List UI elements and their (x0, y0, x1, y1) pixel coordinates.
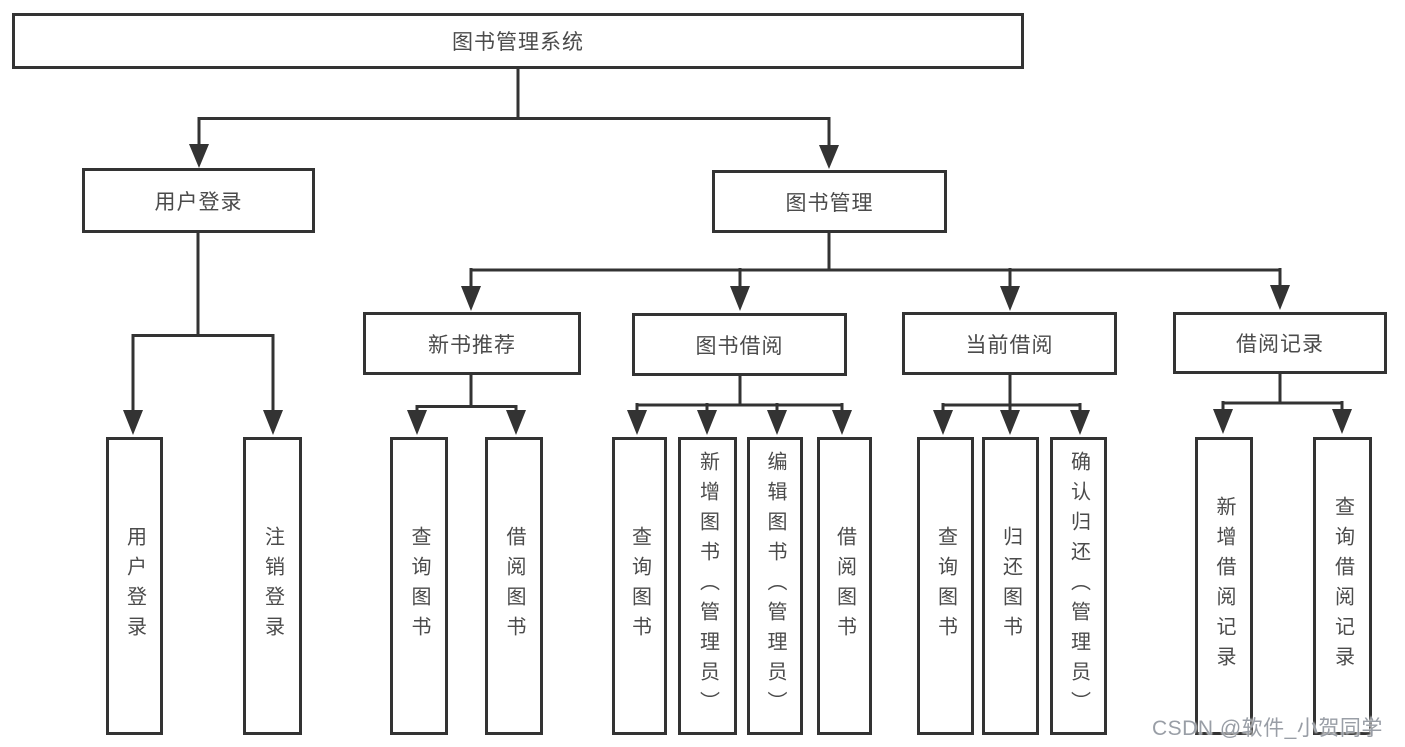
leaf-query-borrow-record: 查询借阅记录 (1313, 437, 1372, 735)
node-borrowing-records: 借阅记录 (1173, 312, 1387, 374)
leaf-confirm-return-admin: 确认归还（管理员） (1050, 437, 1107, 735)
node-book-management-label: 图书管理 (785, 191, 874, 215)
node-library-system: 图书管理系统 (12, 13, 1024, 69)
leaf-query-books-recommend-label: 查询图书 (408, 526, 430, 646)
leaf-return-books-label: 归还图书 (999, 526, 1022, 646)
node-book-borrowing: 图书借阅 (632, 313, 847, 376)
leaf-borrow-books-recommend: 借阅图书 (485, 437, 543, 735)
node-user-login-label: 用户登录 (154, 190, 243, 214)
leaf-borrow-books-label: 借阅图书 (833, 526, 856, 646)
leaf-add-borrow-record-label: 新增借阅记录 (1213, 496, 1235, 676)
leaf-borrow-books: 借阅图书 (817, 437, 872, 735)
csdn-watermark: CSDN @软件_小贺同学 (1152, 717, 1383, 740)
node-new-book-recommend: 新书推荐 (363, 312, 581, 375)
leaf-return-books: 归还图书 (982, 437, 1039, 735)
leaf-user-login-label: 用户登录 (123, 526, 146, 646)
leaf-logout-label: 注销登录 (261, 526, 284, 646)
leaf-query-books-current-label: 查询图书 (934, 526, 957, 646)
leaf-query-books-borrowing-label: 查询图书 (628, 526, 651, 646)
leaf-add-books-admin-label: 新增图书（管理员） (696, 451, 719, 721)
leaf-logout: 注销登录 (243, 437, 302, 735)
node-library-system-label: 图书管理系统 (452, 31, 584, 54)
node-current-borrowing: 当前借阅 (902, 312, 1117, 375)
node-borrowing-records-label: 借阅记录 (1236, 333, 1324, 356)
node-book-borrowing-label: 图书借阅 (695, 334, 784, 358)
node-new-book-recommend-label: 新书推荐 (428, 333, 516, 357)
node-current-borrowing-label: 当前借阅 (965, 333, 1054, 357)
leaf-edit-books-admin-label: 编辑图书（管理员） (764, 451, 786, 721)
leaf-add-books-admin: 新增图书（管理员） (678, 437, 737, 735)
leaf-user-login: 用户登录 (106, 437, 163, 735)
leaf-query-books-current: 查询图书 (917, 437, 974, 735)
node-user-login: 用户登录 (82, 168, 315, 233)
leaf-edit-books-admin: 编辑图书（管理员） (747, 437, 803, 735)
leaf-query-books-borrowing: 查询图书 (612, 437, 667, 735)
leaf-confirm-return-admin-label: 确认归还（管理员） (1067, 451, 1090, 721)
node-book-management: 图书管理 (712, 170, 947, 233)
leaf-query-books-recommend: 查询图书 (390, 437, 448, 735)
leaf-borrow-books-recommend-label: 借阅图书 (503, 526, 525, 646)
leaf-query-borrow-record-label: 查询借阅记录 (1331, 496, 1354, 676)
leaf-add-borrow-record: 新增借阅记录 (1195, 437, 1253, 735)
